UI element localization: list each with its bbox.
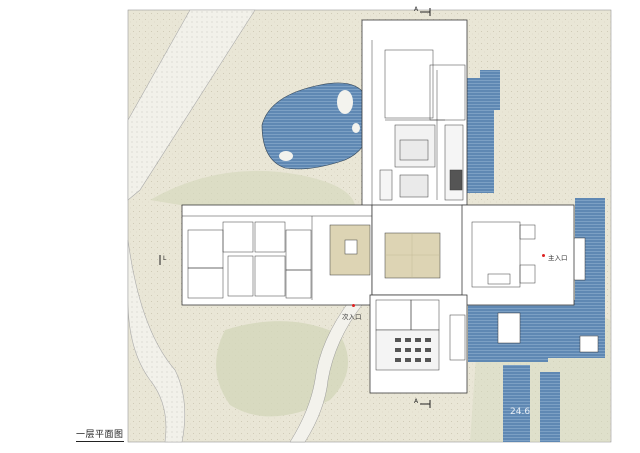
section-mark-top: A (414, 6, 419, 13)
lawn-area (150, 170, 355, 205)
road-curve (127, 239, 186, 443)
east-lobby (461, 204, 575, 306)
elevation-label: 24.6 (510, 407, 531, 417)
deck-pad (579, 335, 599, 353)
drawing-title: 一层平面图 (76, 427, 124, 442)
secondary-entrance-label: 次入口 (342, 313, 362, 321)
axis-mark-left-label: L (163, 255, 167, 262)
pond-island (337, 90, 353, 114)
deck-strip (540, 372, 560, 442)
east-lobby-rooms (471, 221, 536, 288)
road-band (127, 9, 256, 201)
court-pad (399, 139, 429, 161)
pond-island (352, 123, 360, 133)
south-wing-rooms (375, 299, 466, 371)
main-entrance-label: 主入口 (548, 254, 568, 262)
garden-path (289, 299, 363, 443)
deck-north (480, 70, 500, 110)
central-courtyard (384, 232, 441, 279)
deck-pad (572, 237, 586, 281)
court-pad (399, 174, 429, 198)
main-entrance-marker (542, 254, 545, 257)
deck-strip (503, 365, 530, 442)
deck-pad (497, 312, 521, 344)
secondary-entrance-marker (352, 304, 355, 307)
north-wing-rooms (371, 40, 466, 205)
west-wing-units (182, 215, 372, 300)
pond-island (279, 151, 293, 161)
section-mark-bottom: A (414, 398, 419, 405)
